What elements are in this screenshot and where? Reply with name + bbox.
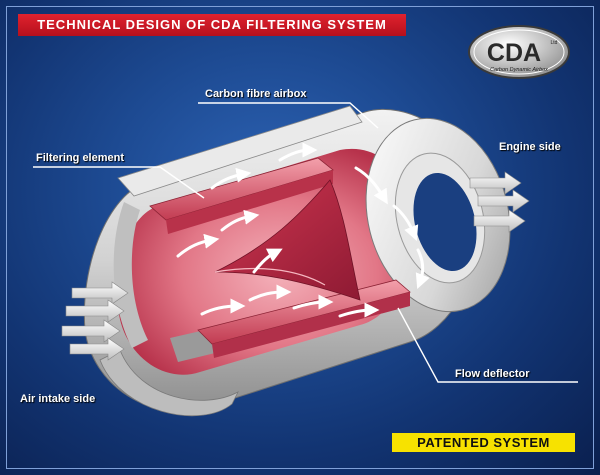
leader-flow-deflector xyxy=(397,307,578,383)
label-flow-deflector: Flow deflector xyxy=(455,368,530,380)
internal-airflow-arrows xyxy=(176,142,430,318)
cda-logo: CDA Carbon Dynamic Airbox Ltd xyxy=(468,25,570,79)
label-engine-side: Engine side xyxy=(499,141,561,153)
logo-tagline: Carbon Dynamic Airbox xyxy=(490,67,548,73)
leader-carbon-fibre-airbox xyxy=(198,102,379,129)
logo-registered-mark: Ltd xyxy=(551,40,558,46)
engine-side-outlet-ring xyxy=(365,117,511,313)
patented-system-badge: PATENTED SYSTEM xyxy=(392,433,575,452)
outlet-airflow-arrows xyxy=(469,171,530,233)
intake-airflow-arrows xyxy=(61,281,129,361)
label-air-intake-side: Air intake side xyxy=(20,393,96,405)
flow-deflector xyxy=(214,179,361,301)
callout-leader-lines xyxy=(33,102,578,383)
logo-wordmark: CDA xyxy=(487,39,541,67)
label-filtering-element: Filtering element xyxy=(36,152,125,164)
label-carbon-fibre-airbox: Carbon fibre airbox xyxy=(205,88,307,100)
leader-filtering-element xyxy=(33,166,205,199)
filtering-element xyxy=(149,157,411,358)
diagram-title: TECHNICAL DESIGN OF CDA FILTERING SYSTEM xyxy=(18,14,406,36)
